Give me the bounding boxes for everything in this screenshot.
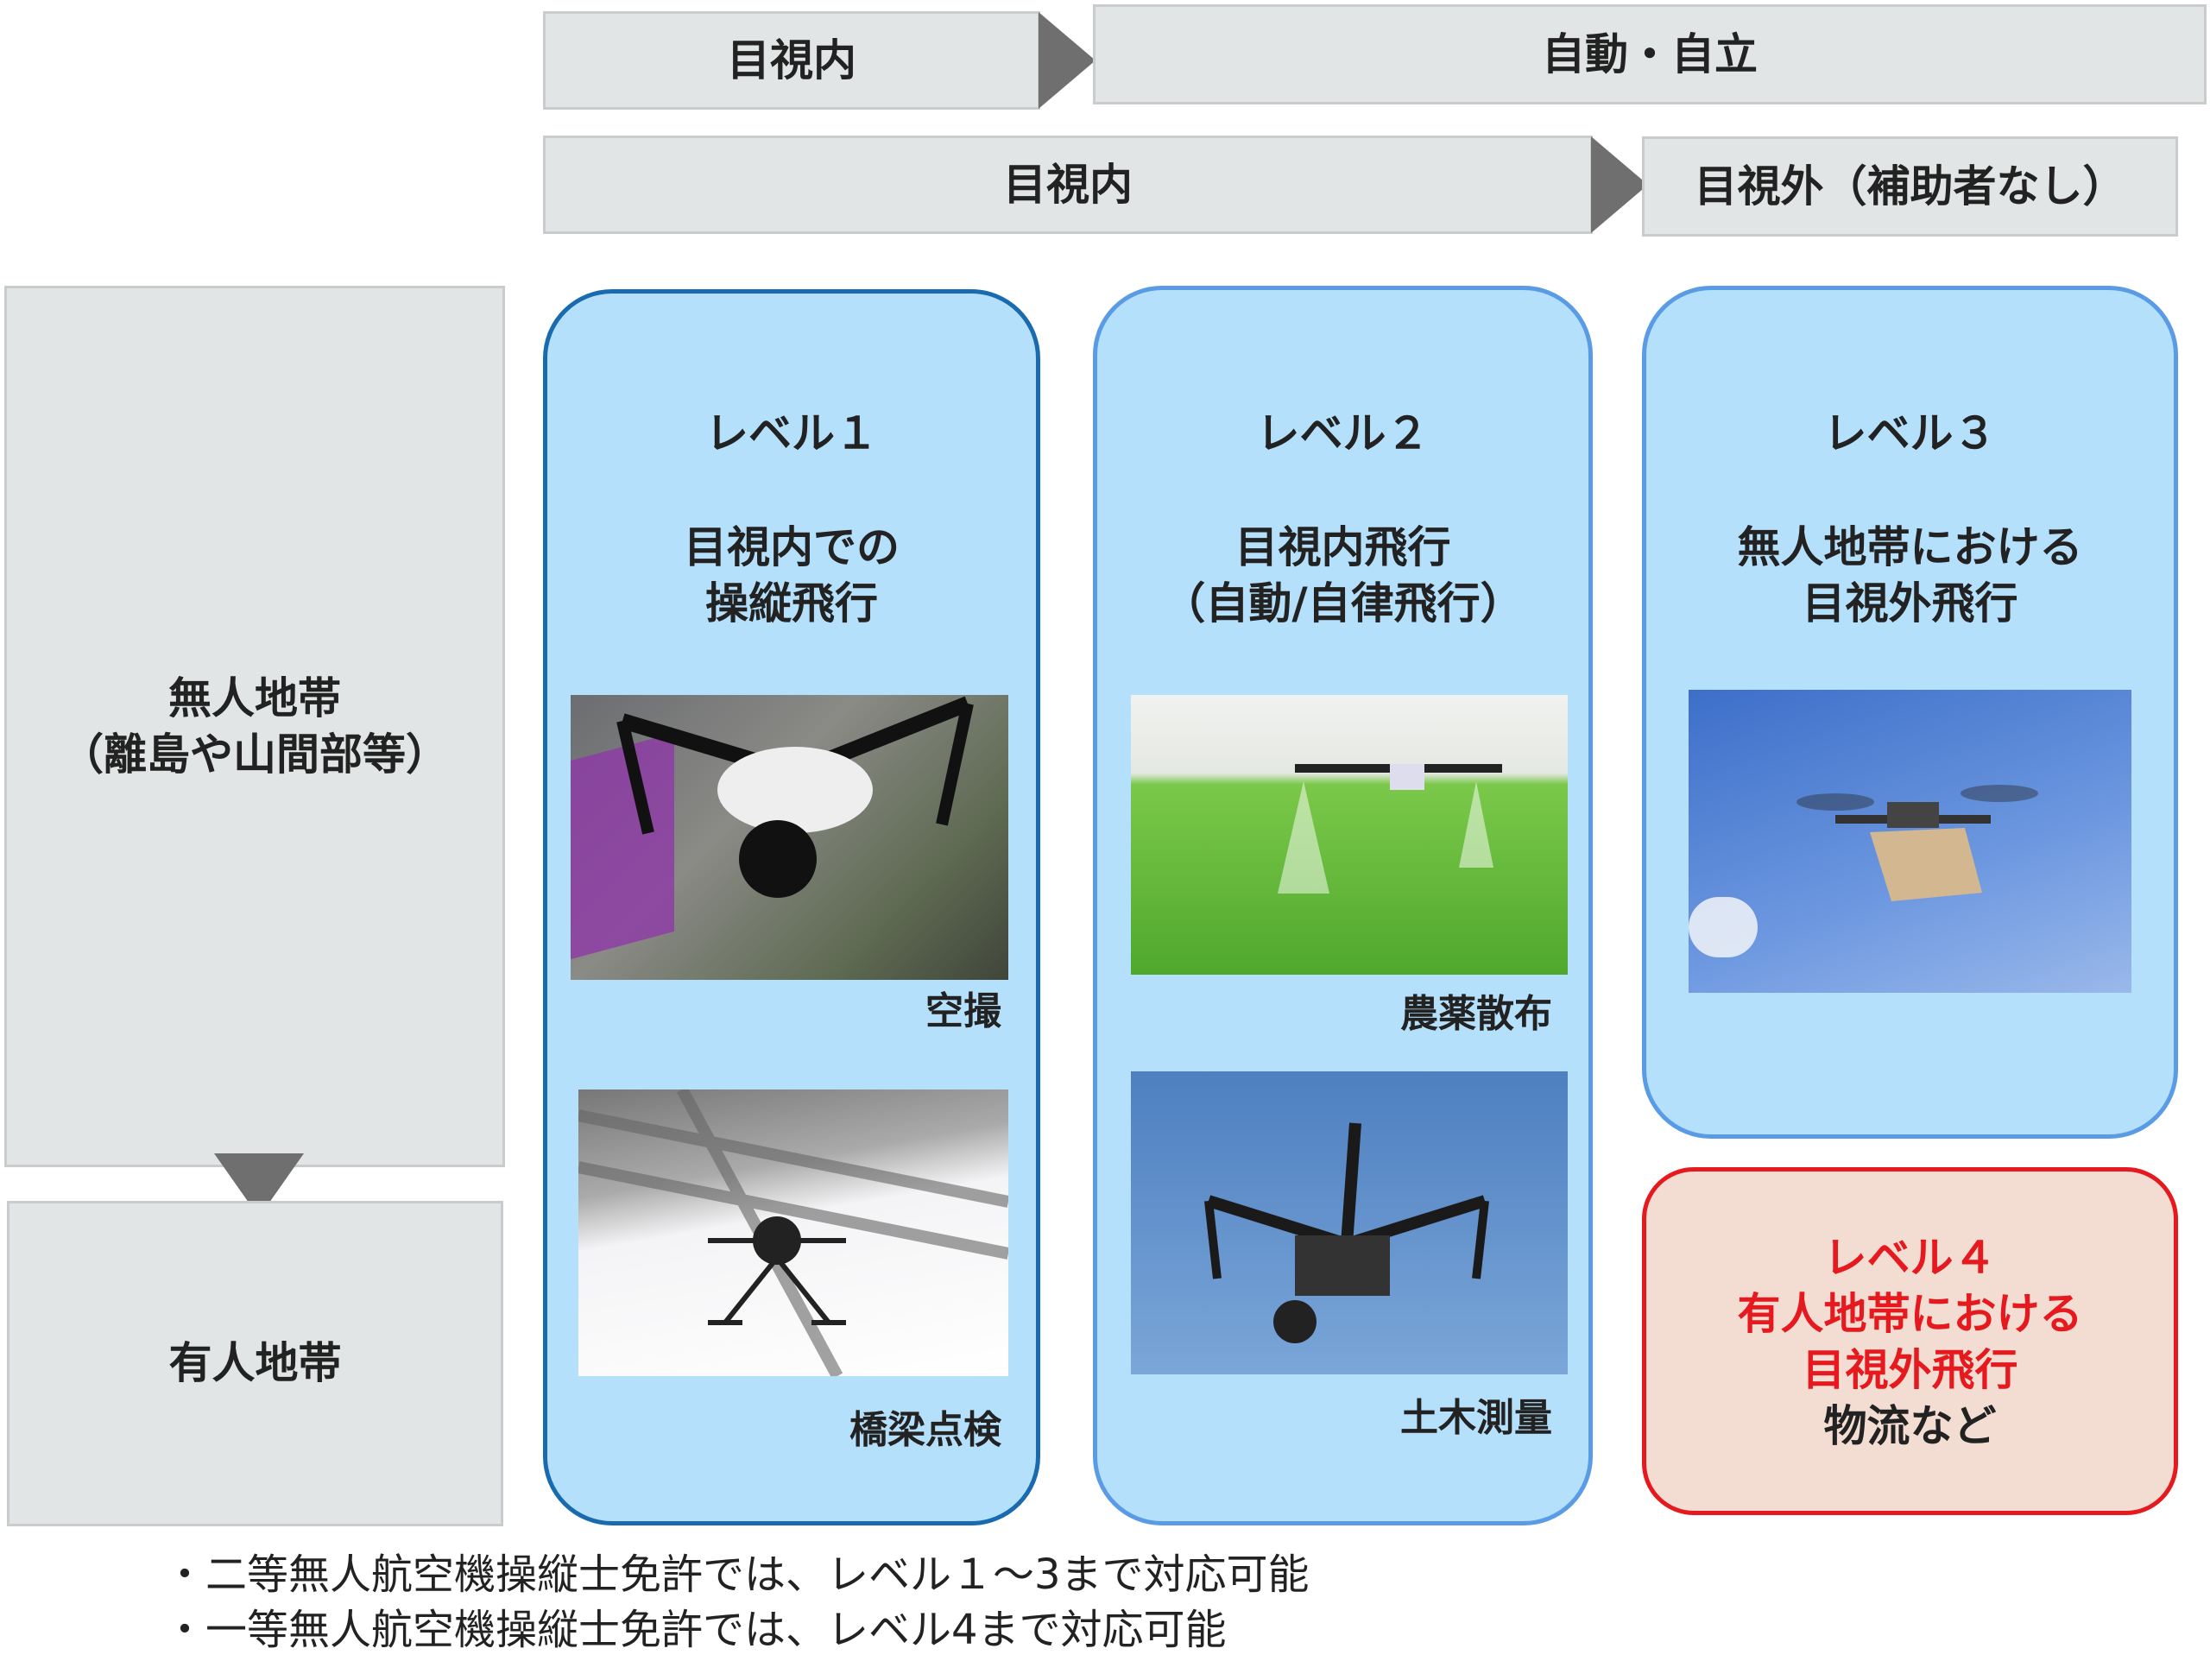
desc-line: 目視外飛行 [1802,1345,2018,1395]
level-3-card: レベル３ 無人地帯における目視外飛行 [1642,286,2178,1139]
desc-line: 物流など [1823,1401,1997,1451]
photo-survey [1131,1071,1568,1374]
header-label: 目視内 [727,35,856,85]
level-title: レベル４ [1823,1233,1997,1283]
header-visual-line: 目視内 [543,11,1040,110]
level-1-card: レベル１ 目視内での操縦飛行 空撮 橋梁点検 [543,289,1040,1525]
header-automatic: 自動・自立 [1093,4,2207,104]
zone-label: 無人地帯 [168,673,341,723]
zone-sublabel: （離島や山間部等） [60,729,449,780]
photo-spraying [1131,695,1568,975]
level-desc: 目視内での操縦飛行 [547,520,1036,632]
note-line: ・一等無人航空機操縦士免許では、レベル4まで対応可能 [164,1606,1227,1654]
drone-icon [578,1089,1008,1376]
level-desc: 無人地帯における目視外飛行 [1646,520,2174,632]
arrow-right-icon [1591,136,1648,233]
level-title: レベル２ [1256,408,1430,458]
arrow-right-icon [1039,12,1096,109]
photo-bridge [578,1089,1008,1376]
desc-line: 有人地帯における [1737,1289,2083,1339]
photo-caption: 土木測量 [1400,1396,1552,1440]
level-title: レベル１ [705,408,878,458]
photo-delivery [1689,690,2131,993]
zone-label: 有人地帯 [168,1338,342,1388]
level-2-card: レベル２ 目視内飛行 （自動/自律飛行） 農薬散布 土木測量 [1093,286,1593,1525]
drone-icon [1204,1122,1489,1343]
level-desc: 目視内飛行 （自動/自律飛行） [1097,520,1588,632]
level-title: レベル３ [1823,408,1997,458]
note-line: ・二等無人航空機操縦士免許では、レベル１～3まで対応可能 [164,1551,1310,1599]
drone-icon [1278,764,1502,894]
drone-icon [1796,785,2038,901]
desc-line: 無人地帯における [1737,522,2083,572]
photo-aerial [571,695,1008,980]
level-4-card: レベル４ 有人地帯における 目視外飛行 物流など [1642,1167,2178,1515]
desc-line: 目視内飛行 [1234,522,1451,572]
zone-unmanned: 無人地帯 （離島や山間部等） [4,286,505,1167]
header-label: 自動・自立 [1542,28,1758,79]
header-beyond-visual-line: 目視外（補助者なし） [1642,136,2178,237]
level-desc: レベル４ 有人地帯における 目視外飛行 物流など [1646,1230,2174,1455]
header-label: 目視内 [1003,159,1133,210]
photo-caption: 農薬散布 [1400,992,1552,1036]
desc-line: （自動/自律飛行） [1162,578,1524,628]
photo-caption: 橋梁点検 [849,1408,1001,1452]
desc-line: 目視内での [684,522,900,572]
desc-line: 目視外飛行 [1802,578,2018,628]
zone-manned: 有人地帯 [7,1201,503,1526]
photo-caption: 空撮 [925,989,1001,1033]
desc-line: 操縦飛行 [705,578,878,628]
drone-icon [616,696,974,898]
header-visual-line-2: 目視内 [543,136,1593,234]
header-label: 目視外（補助者なし） [1694,161,2126,212]
